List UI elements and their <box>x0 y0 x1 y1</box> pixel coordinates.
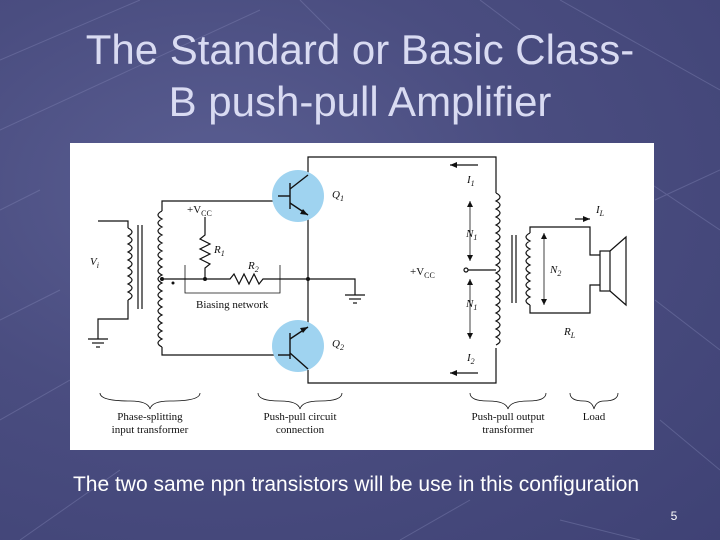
transistor-q2 <box>272 320 324 372</box>
input-transformer-primary <box>126 227 133 301</box>
caption-phase-line1: Phase-splitting <box>117 411 183 423</box>
input-transformer-secondary <box>157 210 164 348</box>
label-q2: Q2 <box>332 338 344 352</box>
title-line-2: B push-pull Amplifier <box>168 78 552 125</box>
transistor-q1 <box>272 170 324 222</box>
label-rl: RL <box>563 326 576 340</box>
r1-resistor <box>198 225 212 279</box>
label-vi: Vi <box>90 256 99 270</box>
label-i2: I2 <box>466 352 475 366</box>
page-number: 5 <box>670 509 678 523</box>
label-n2: N2 <box>549 264 561 278</box>
caption-output-line2: transformer <box>482 424 534 436</box>
title-line-1: The Standard or Basic Class- <box>85 26 635 73</box>
label-q1: Q1 <box>332 189 344 203</box>
label-il: IL <box>595 204 605 218</box>
label-n1-bottom: N1 <box>465 298 477 312</box>
label-r2: R2 <box>247 260 259 274</box>
caption-load: Load <box>583 411 606 423</box>
label-vcc-output: +VCC <box>410 266 435 280</box>
circuit-diagram: Vi +VCC R1 R2 Biasing network Q1 Q2 I1 I… <box>70 143 654 450</box>
label-vcc-input: +VCC <box>187 204 212 218</box>
circuit-svg: Vi +VCC R1 R2 Biasing network Q1 Q2 I1 I… <box>88 156 627 436</box>
caption-pushpull-line1: Push-pull circuit <box>263 411 336 423</box>
caption-pushpull-line2: connection <box>276 424 325 436</box>
label-r1: R1 <box>213 244 225 258</box>
output-transformer-secondary <box>525 232 532 306</box>
slide-title: The Standard or Basic Class- B push-pull… <box>20 24 700 128</box>
r2-resistor <box>205 272 308 286</box>
label-i1: I1 <box>466 174 475 188</box>
slide-caption: The two same npn transistors will be use… <box>72 473 640 496</box>
caption-output-line1: Push-pull output <box>471 411 544 423</box>
output-transformer-primary <box>494 192 501 346</box>
caption-phase-line2: input transformer <box>112 424 189 436</box>
label-biasing-network: Biasing network <box>196 299 269 311</box>
label-n1-top: N1 <box>465 228 477 242</box>
